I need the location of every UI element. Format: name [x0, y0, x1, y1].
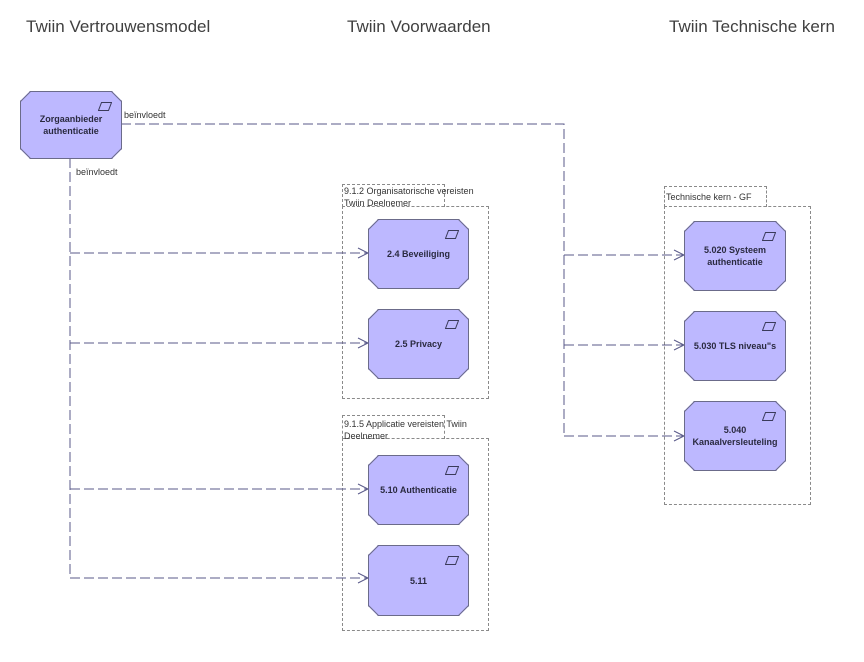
node-label: 5.10 Authenticatie: [380, 485, 457, 495]
group-label-applicatie: 9.1.5 Applicatie vereisten Twiin Deelnem…: [344, 419, 467, 441]
requirement-icon: [445, 320, 459, 329]
node-5-11[interactable]: 5.11: [368, 545, 469, 616]
requirement-icon: [762, 232, 776, 241]
node-label: 5.030 TLS niveau"s: [693, 341, 777, 351]
node-beveiliging[interactable]: 2.4 Beveiliging: [368, 219, 469, 289]
node-label: 5.11: [409, 575, 428, 586]
group-tab-technische-kern: [664, 186, 767, 207]
requirement-icon: [762, 322, 776, 331]
column-title-technische-kern: Twiin Technische kern: [669, 17, 835, 36]
edge-label-down: beïnvloedt: [76, 167, 118, 177]
group-organisatorisch[interactable]: [342, 206, 489, 399]
group-tab-applicatie: [342, 415, 445, 439]
group-technische-kern[interactable]: [664, 206, 811, 505]
edge-label-right: beïnvloedt: [124, 110, 166, 120]
requirement-icon: [445, 230, 459, 239]
group-label-technische-kern: Technische kern - GF: [666, 192, 752, 202]
group-tab-organisatorisch: [342, 184, 445, 207]
node-authenticatie[interactable]: 5.10 Authenticatie: [368, 455, 469, 525]
node-label: 5.020 Systeem authenticatie: [703, 245, 767, 267]
requirement-icon: [762, 412, 776, 421]
node-zorgaanbieder-authenticatie[interactable]: Zorgaanbieder authenticatie: [20, 91, 122, 159]
column-title-vertrouwensmodel: Twiin Vertrouwensmodel: [26, 17, 211, 36]
requirement-icon: [445, 556, 459, 565]
node-label: 5.040 Kanaalversleuteling: [692, 425, 778, 447]
node-tls-niveaus[interactable]: 5.030 TLS niveau"s: [684, 311, 786, 381]
node-label: 2.4 Beveiliging: [386, 249, 451, 259]
requirement-icon: [445, 466, 459, 475]
node-label: 2.5 Privacy: [394, 339, 443, 349]
requirement-icon: [98, 102, 112, 111]
group-applicatie[interactable]: [342, 438, 489, 631]
column-title-voorwaarden: Twiin Voorwaarden: [347, 17, 491, 36]
node-label: Zorgaanbieder authenticatie: [39, 114, 103, 136]
connector-right-trunk: [121, 123, 565, 436]
node-systeem-authenticatie[interactable]: 5.020 Systeem authenticatie: [684, 221, 786, 291]
node-kanaalversleuteling[interactable]: 5.040 Kanaalversleuteling: [684, 401, 786, 471]
group-label-organisatorisch: 9.1.2 Organisatorische vereisten Twiin D…: [344, 186, 474, 208]
node-privacy[interactable]: 2.5 Privacy: [368, 309, 469, 379]
